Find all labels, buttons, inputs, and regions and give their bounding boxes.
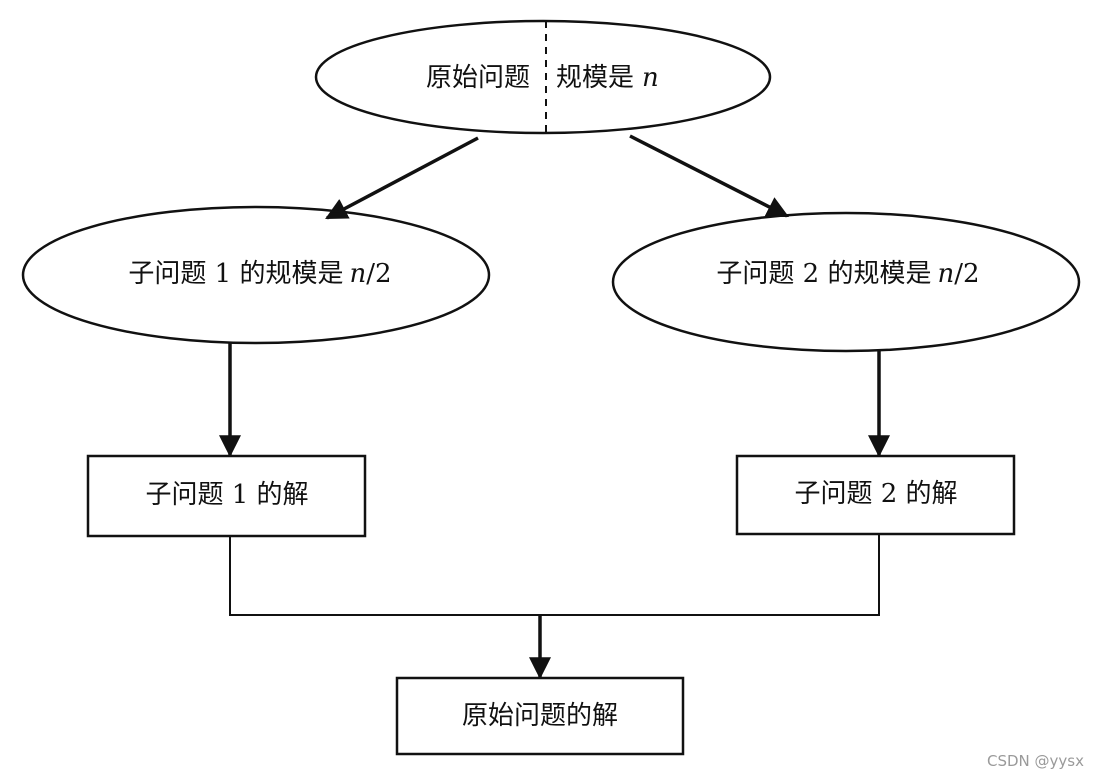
sol2-box [735,454,1016,536]
sub2-suffix: /2 [954,259,979,289]
sol2-label: 子问题 2 的解 [794,479,957,509]
sub1-prefix: 子问题 1 的规模是 [128,259,343,289]
root-size-prefix: 规模是 [556,63,634,93]
final-box [395,676,685,756]
sub2-prefix: 子问题 2 的规模是 [716,259,931,289]
sub1-suffix: /2 [366,259,391,289]
root-size-var: n [642,63,659,93]
merge-connector [229,534,880,616]
root-right-text: 规模是 n [556,63,659,93]
arrow-root-to-sub1 [325,136,479,220]
final-label: 原始问题的解 [462,701,618,731]
csdn-watermark: CSDN @yysx [987,752,1084,770]
final-node: 原始问题的解 [395,676,685,756]
sub1-var: n [350,259,367,289]
sub2-var: n [938,259,955,289]
sub2-ellipse [611,211,1081,353]
sub1-ellipse [21,205,491,345]
sol2-node: 子问题 2 的解 [735,454,1016,536]
root-node: 原始问题 规模是 n [314,19,772,135]
sol1-label: 子问题 1 的解 [145,480,308,510]
root-ellipse [314,19,772,135]
root-left-text: 原始问题 [426,63,530,93]
sol1-box [86,454,367,538]
sol1-node: 子问题 1 的解 [86,454,367,538]
arrow-root-to-sub2 [629,134,789,218]
